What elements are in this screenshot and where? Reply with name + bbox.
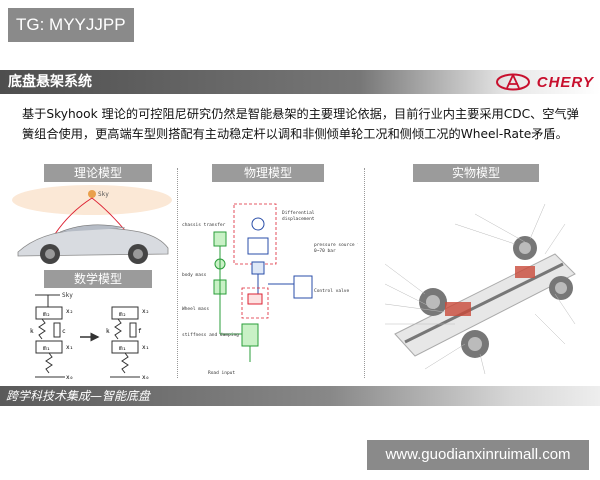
label-wheel-mass: Wheel mass xyxy=(182,306,209,312)
chery-emblem-icon xyxy=(495,73,530,91)
theory-math-panel: 理论模型 Sky 数学模型 Sky m₂ x₂ k c m₁ x₁ x₀ m₂ … xyxy=(10,162,175,384)
left-x0: x₀ xyxy=(66,374,73,381)
label-stiffness: stiffness and damping xyxy=(182,332,239,338)
right-lower-mass: m₁ xyxy=(119,345,126,352)
left-upper-mass: m₂ xyxy=(43,311,50,318)
left-c: c xyxy=(62,328,66,335)
brand-name: CHERY xyxy=(536,73,594,91)
label-road: Road input xyxy=(208,370,235,376)
left-x2: x₂ xyxy=(66,308,73,315)
real-model-tag: 实物模型 xyxy=(413,164,539,182)
chassis-photo xyxy=(384,203,576,375)
left-x1: x₁ xyxy=(66,344,73,351)
math-model-diagram: Sky m₂ x₂ k c m₁ x₁ x₀ m₂ x₂ k f m₁ x₁ x… xyxy=(30,292,149,381)
watermark-bottom: www.guodianxinruimall.com xyxy=(367,440,589,470)
intro-paragraph: 基于Skyhook 理论的可控阻尼研究仍然是智能悬架的主要理论依据，目前行业内主… xyxy=(22,107,579,141)
math-model-tag: 数学模型 xyxy=(44,270,152,288)
sky-label-math: Sky xyxy=(62,292,73,299)
right-k: k xyxy=(106,328,110,335)
page-title: 底盘悬架系统 xyxy=(8,74,92,90)
footer-bar: 跨学科技术集成—智能底盘 xyxy=(0,386,600,406)
right-x1: x₁ xyxy=(142,344,149,351)
skyhook-car-illustration: Sky xyxy=(12,185,172,264)
left-lower-mass: m₁ xyxy=(43,345,50,352)
right-f: f xyxy=(138,328,142,335)
divider-1 xyxy=(177,168,179,378)
left-k: k xyxy=(30,328,34,335)
watermark-top: TG: MYYJJPP xyxy=(8,8,134,42)
right-upper-mass: m₂ xyxy=(119,311,126,318)
real-model-panel: 实物模型 xyxy=(365,162,590,384)
sky-label: Sky xyxy=(98,191,109,198)
divider-2 xyxy=(364,168,366,378)
footer-slogan: 跨学科技术集成—智能底盘 xyxy=(6,389,151,403)
right-x0: x₀ xyxy=(142,374,149,381)
theory-model-tag: 理论模型 xyxy=(44,164,152,182)
chery-logo: CHERY xyxy=(495,72,594,92)
physical-model-tag: 物理模型 xyxy=(212,164,324,182)
label-chassis: chassis transfer xyxy=(182,222,226,228)
label-body-mass: body mass xyxy=(182,272,207,278)
header-bar: 底盘悬架系统 CHERY xyxy=(0,70,600,94)
label-control: Control valve xyxy=(314,288,350,294)
right-x2: x₂ xyxy=(142,308,149,315)
